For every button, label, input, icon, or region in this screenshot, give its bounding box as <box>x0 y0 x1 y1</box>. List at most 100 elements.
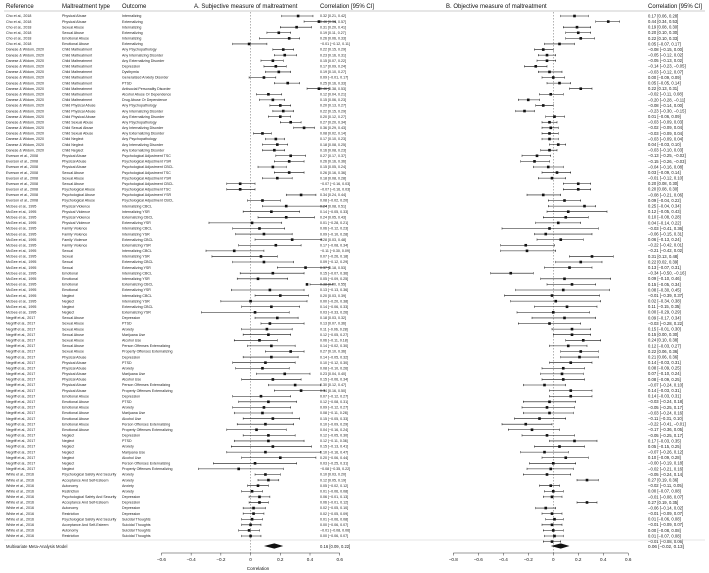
row-reference: McGee et al., 1995 <box>6 294 36 298</box>
row-ci-text-b: −0.01 [−0.08, 0.06] <box>648 539 683 544</box>
row-maltreatment-type: Neglect <box>62 299 74 303</box>
row-reference: McGee et al., 1995 <box>6 305 36 309</box>
point-estimate-a <box>270 210 273 213</box>
row-ci-text-b: 0.21 [0.06, 0.36] <box>648 354 678 359</box>
row-maltreatment-type: Sexual Abuse <box>62 182 84 186</box>
row-outcome: Externalizing YSR <box>122 266 151 270</box>
point-estimate-a <box>258 495 261 499</box>
point-estimate-b <box>553 534 556 538</box>
row-reference: White et al., 2016 <box>6 501 34 505</box>
row-ci-text-b: 0.19 [0.08, 0.30] <box>648 25 678 30</box>
point-estimate-a <box>287 37 291 40</box>
point-estimate-a <box>268 288 272 292</box>
row-maltreatment-type: Emotional <box>62 271 78 275</box>
row-maltreatment-type: Sexual Abuse <box>62 350 84 354</box>
row-maltreatment-type: Sexual <box>62 255 73 259</box>
row-maltreatment-type: Sexual Abuse <box>62 171 84 175</box>
row-reference: McGee et al., 1995 <box>6 311 36 315</box>
row-maltreatment-type: Child Maltreatment <box>62 48 92 52</box>
point-estimate-b <box>590 255 594 258</box>
point-estimate-b <box>545 406 549 409</box>
row-ci-text-a: 0.05 [−0.02, 0.12] <box>320 484 348 488</box>
point-estimate-a <box>250 517 254 521</box>
row-ci-text-b: 0.00 [−0.07, 0.08] <box>648 489 681 494</box>
row-outcome: Internalizing CBCL <box>122 294 152 298</box>
row-ci-text-b: −0.03 [−0.09, 0.04] <box>648 131 683 136</box>
row-outcome: Externalizing YSR <box>122 311 151 315</box>
row-outcome: PTSD <box>122 361 132 365</box>
row-ci-text-a: 0.12 [−0.05, 0.27] <box>320 333 348 337</box>
point-estimate-a <box>287 171 291 174</box>
row-ci-text-a: 0.08 [−0.10, 0.26] <box>320 366 348 370</box>
point-estimate-a <box>290 238 294 241</box>
row-reference: Danese & Widom, 2020 <box>6 87 44 91</box>
row-ci-text-b: −0.01 [−0.39, 0.37] <box>648 293 683 298</box>
point-estimate-b <box>569 389 573 392</box>
point-estimate-b <box>544 232 548 236</box>
row-ci-text-b: −0.22 [−0.42, 0.01] <box>648 243 683 248</box>
row-maltreatment-type: Autonomy <box>62 506 78 510</box>
row-reference: Negriff et al., 2017 <box>6 467 35 471</box>
row-ci-text-a: −0.11 [−0.30, 0.09] <box>320 249 350 253</box>
row-reference: McGee et al., 1995 <box>6 243 36 247</box>
row-maltreatment-type: Child Sexual Abuse <box>62 120 93 124</box>
point-estimate-b <box>548 400 551 404</box>
point-estimate-b <box>585 501 589 504</box>
row-reference: Danese & Widom, 2020 <box>6 98 44 102</box>
point-estimate-b <box>543 450 546 454</box>
row-outcome: Any Psychopathology <box>122 120 157 124</box>
row-maltreatment-type: Neglect <box>62 434 74 438</box>
row-reference: Danese & Widom, 2020 <box>6 65 44 69</box>
row-maltreatment-type: Physical Violence <box>62 210 90 214</box>
row-ci-text-b: 0.15 [0.00, 0.30] <box>648 332 678 337</box>
row-ci-text-a: 0.00 [−0.06, 0.07] <box>320 534 348 538</box>
row-maltreatment-type: Child Sexual Abuse <box>62 126 93 130</box>
row-ci-text-b: −0.03 [−0.28, 0.22] <box>648 321 683 326</box>
row-outcome: Anxiety <box>122 327 134 331</box>
row-reference: McGee et al., 1995 <box>6 277 36 281</box>
row-outcome: Internalizing YSR <box>122 232 150 236</box>
row-ci-text-a: 0.27 [0.17, 0.37] <box>320 154 346 158</box>
point-estimate-b <box>509 271 513 275</box>
point-estimate-a <box>270 344 273 348</box>
row-outcome: Externalizing CBCL <box>122 305 153 309</box>
row-reference: Cho et al., 2018 <box>6 14 31 18</box>
row-ci-text-b: 0.15 [−0.05, 0.34] <box>648 282 681 287</box>
row-reference: Danese & Widom, 2020 <box>6 81 44 85</box>
row-ci-text-a: 0.07 [−0.26, 0.18] <box>320 255 348 259</box>
row-ci-text-b: −0.01 [−0.09, 0.07] <box>648 522 683 527</box>
panel-b-rows: 0.17 [0.06, 0.28]0.44 [0.34, 0.53]0.19 [… <box>490 12 686 553</box>
row-reference: Everson et al., 2008 <box>6 193 38 197</box>
row-ci-text-a: 0.14 [−0.05, 0.32] <box>320 355 348 359</box>
row-ci-text-b: −0.02 [−0.21, 0.16] <box>648 466 683 471</box>
point-estimate-a <box>289 350 292 353</box>
row-outcome: Property Offenses Externalizing <box>122 389 172 393</box>
row-maltreatment-type: Child Physical Abuse <box>62 109 96 113</box>
row-reference: McGee et al., 1995 <box>6 288 36 292</box>
point-estimate-b <box>561 366 565 370</box>
point-estimate-b <box>573 14 576 18</box>
row-ci-text-a: 0.00 [−0.06, 0.07] <box>320 523 348 527</box>
point-estimate-a <box>281 48 285 51</box>
row-outcome: Person Offenses Externalizing <box>122 344 170 348</box>
point-estimate-a <box>261 366 264 370</box>
row-outcome: Anxiety <box>122 445 134 449</box>
point-estimate-a <box>281 109 285 113</box>
row-reference: Negriff et al., 2017 <box>6 383 35 387</box>
row-outcome: Externalizing <box>122 20 143 24</box>
point-estimate-b <box>523 109 526 113</box>
point-estimate-b <box>550 540 554 543</box>
point-estimate-a <box>289 154 292 158</box>
point-estimate-a <box>276 176 279 180</box>
row-maltreatment-type: Child Maltreatment <box>62 53 92 57</box>
row-ci-text-b: −0.05 [−0.25, 0.17] <box>648 405 683 410</box>
point-estimate-a <box>267 92 270 96</box>
point-estimate-a <box>271 417 275 420</box>
row-ci-text-b: −0.01 [−0.09, 0.07] <box>648 511 683 516</box>
row-ci-text-b: −0.05 [−0.12, 0.02] <box>648 53 683 58</box>
point-estimate-a <box>284 215 288 219</box>
point-estimate-b <box>550 176 554 180</box>
row-reference: Negriff et al., 2017 <box>6 450 35 454</box>
row-reference: Negriff et al., 2017 <box>6 417 35 421</box>
point-estimate-a <box>262 260 266 264</box>
